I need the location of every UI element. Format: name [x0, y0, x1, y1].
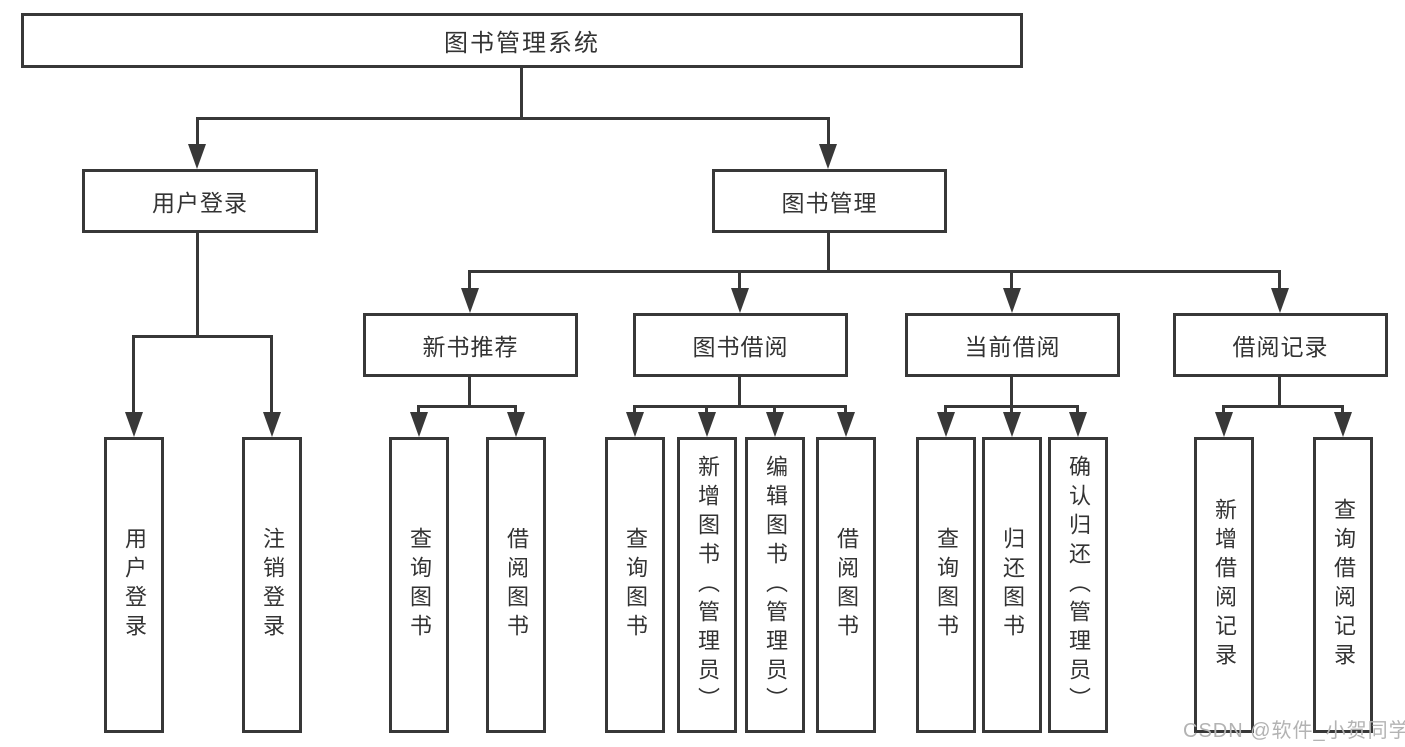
node-new-book-recommend-label: 新书推荐 [422, 334, 519, 360]
connector-drop-leaf-logout [270, 335, 273, 414]
leaf-query-borrow-record-label: 查询借阅记录 [1331, 498, 1356, 672]
connector-new-book-recommend-bus [417, 405, 517, 408]
leaf-edit-books-admin-label: 编辑图书（管理员） [763, 454, 788, 716]
connector-drop-user-login [196, 117, 199, 148]
leaf-query-books-recommend-label: 查询图书 [407, 527, 432, 643]
arrowhead-down-query-borrow-record [1334, 412, 1352, 437]
leaf-query-books-borrow: 查询图书 [605, 437, 665, 733]
node-root-label: 图书管理系统 [444, 30, 600, 57]
connector-drop-confirm-return-admin [1076, 405, 1079, 414]
leaf-query-borrow-record: 查询借阅记录 [1313, 437, 1373, 733]
connector-book-borrow-bus [633, 405, 847, 408]
arrowhead-down-new-book-recommend [461, 288, 479, 313]
connector-drop-edit-books-admin [773, 405, 776, 414]
connector-drop-query-books-recommend [417, 405, 420, 414]
connector-drop-query-books-current [944, 405, 947, 414]
leaf-return-books: 归还图书 [982, 437, 1042, 733]
leaf-borrow-books-recommend: 借阅图书 [486, 437, 546, 733]
connector-drop-borrow-books [844, 405, 847, 414]
leaf-user-login-label: 用户登录 [122, 527, 147, 643]
leaf-edit-books-admin: 编辑图书（管理员） [745, 437, 805, 733]
connector-drop-borrow-records [1278, 270, 1281, 292]
connector-user-login-bus [132, 335, 273, 338]
node-book-management-label: 图书管理 [781, 190, 878, 216]
arrowhead-down-leaf-user-login [125, 412, 143, 437]
connector-drop-new-book-recommend [468, 270, 471, 292]
leaf-borrow-books: 借阅图书 [816, 437, 876, 733]
node-new-book-recommend: 新书推荐 [363, 313, 578, 377]
connector-new-book-recommend-stem [468, 377, 471, 408]
leaf-add-borrow-record: 新增借阅记录 [1194, 437, 1254, 733]
leaf-query-books-borrow-label: 查询图书 [623, 527, 648, 643]
connector-drop-book-borrow [738, 270, 741, 292]
node-book-borrow: 图书借阅 [633, 313, 848, 377]
node-user-login: 用户登录 [82, 169, 318, 233]
csdn-watermark: CSDN @软件_小贺同学 [1183, 720, 1405, 742]
connector-drop-book-management [827, 117, 830, 148]
arrowhead-down-query-books-borrow [626, 412, 644, 437]
arrowhead-down-borrow-records [1271, 288, 1289, 313]
leaf-logout-label: 注销登录 [260, 527, 285, 643]
leaf-confirm-return-admin-label: 确认归还（管理员） [1066, 454, 1091, 716]
arrowhead-down-query-books-current [937, 412, 955, 437]
arrowhead-down-book-management [819, 144, 837, 169]
leaf-query-books-current-label: 查询图书 [934, 527, 959, 643]
connector-drop-return-books [1010, 405, 1013, 414]
connector-drop-add-books-admin [705, 405, 708, 414]
leaf-add-borrow-record-label: 新增借阅记录 [1212, 498, 1237, 672]
connector-drop-query-borrow-record [1341, 405, 1344, 414]
leaf-add-books-admin-label: 新增图书（管理员） [695, 454, 720, 716]
connector-user-login-stem [196, 233, 199, 337]
leaf-query-books-current: 查询图书 [916, 437, 976, 733]
arrowhead-down-leaf-logout [263, 412, 281, 437]
connector-drop-add-borrow-record [1222, 405, 1225, 414]
leaf-confirm-return-admin: 确认归还（管理员） [1048, 437, 1108, 733]
leaf-user-login: 用户登录 [104, 437, 164, 733]
arrowhead-down-borrow-books [837, 412, 855, 437]
connector-book-management-stem [827, 233, 830, 273]
connector-root-bus [196, 117, 830, 120]
node-root: 图书管理系统 [21, 13, 1023, 68]
arrowhead-down-add-books-admin [698, 412, 716, 437]
node-book-borrow-label: 图书借阅 [692, 334, 789, 360]
connector-drop-current-borrow [1010, 270, 1013, 292]
connector-borrow-records-stem [1278, 377, 1281, 408]
connector-drop-leaf-user-login [132, 335, 135, 414]
node-borrow-records-label: 借阅记录 [1232, 334, 1329, 360]
arrowhead-down-query-books-recommend [410, 412, 428, 437]
node-borrow-records: 借阅记录 [1173, 313, 1388, 377]
connector-drop-query-books-borrow [633, 405, 636, 414]
arrowhead-down-add-borrow-record [1215, 412, 1233, 437]
node-current-borrow-label: 当前借阅 [964, 334, 1061, 360]
leaf-query-books-recommend: 查询图书 [389, 437, 449, 733]
leaf-borrow-books-label: 借阅图书 [834, 527, 859, 643]
node-book-management: 图书管理 [712, 169, 947, 233]
arrowhead-down-edit-books-admin [766, 412, 784, 437]
connector-root-stem [520, 68, 523, 119]
arrowhead-down-user-login [188, 144, 206, 169]
connector-drop-borrow-books-recommend [514, 405, 517, 414]
leaf-return-books-label: 归还图书 [1000, 527, 1025, 643]
leaf-borrow-books-recommend-label: 借阅图书 [504, 527, 529, 643]
leaf-logout: 注销登录 [242, 437, 302, 733]
connector-book-borrow-stem [738, 377, 741, 408]
arrowhead-down-book-borrow [731, 288, 749, 313]
connector-borrow-records-bus [1222, 405, 1344, 408]
arrowhead-down-current-borrow [1003, 288, 1021, 313]
node-user-login-label: 用户登录 [152, 190, 248, 216]
arrowhead-down-confirm-return-admin [1069, 412, 1087, 437]
node-current-borrow: 当前借阅 [905, 313, 1120, 377]
arrowhead-down-return-books [1003, 412, 1021, 437]
leaf-add-books-admin: 新增图书（管理员） [677, 437, 737, 733]
connector-book-management-bus [468, 270, 1281, 273]
arrowhead-down-borrow-books-recommend [507, 412, 525, 437]
connector-current-borrow-stem [1010, 377, 1013, 408]
